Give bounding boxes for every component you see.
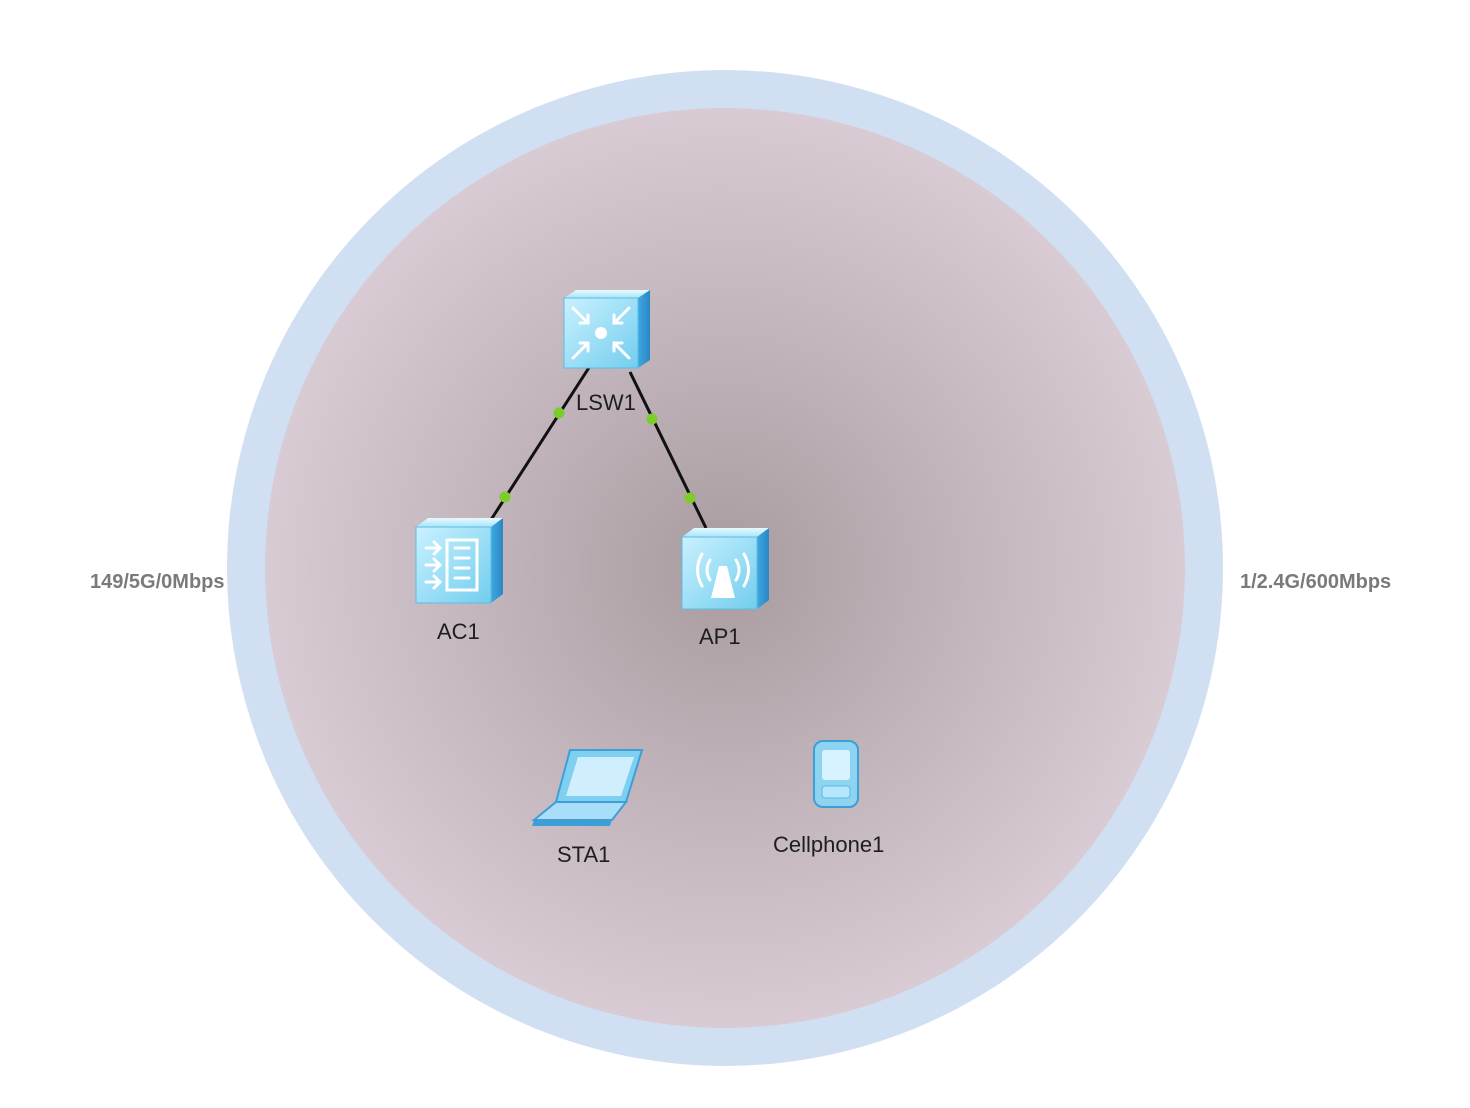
link-lsw1-ap1[interactable] (628, 371, 708, 529)
access-point-icon (681, 528, 769, 610)
device-label-ap1: AP1 (699, 624, 741, 649)
port-indicator (684, 492, 696, 504)
link-lsw1-ac1[interactable] (485, 365, 592, 527)
device-label-sta1: STA1 (557, 842, 610, 867)
port-indicator (499, 491, 511, 503)
device-label-cellphone1: Cellphone1 (773, 832, 884, 857)
access-controller-icon (415, 518, 503, 604)
device-label-lsw1: LSW1 (576, 390, 636, 415)
device-sta1[interactable]: STA1 (531, 749, 644, 867)
port-indicator (553, 407, 565, 419)
switch-icon (563, 290, 650, 369)
device-lsw1[interactable]: LSW1 (563, 290, 650, 415)
port-indicator (646, 413, 658, 425)
radio-rate-label-right: 1/2.4G/600Mbps (1240, 571, 1391, 593)
laptop-icon (531, 749, 644, 826)
device-ac1[interactable]: AC1 (415, 518, 503, 644)
radio-rate-label-left: 149/5G/0Mbps (90, 571, 225, 593)
device-ap1[interactable]: AP1 (681, 528, 769, 649)
cellphone-icon (813, 740, 859, 808)
device-cellphone1[interactable]: Cellphone1 (773, 740, 884, 857)
device-label-ac1: AC1 (437, 619, 480, 644)
